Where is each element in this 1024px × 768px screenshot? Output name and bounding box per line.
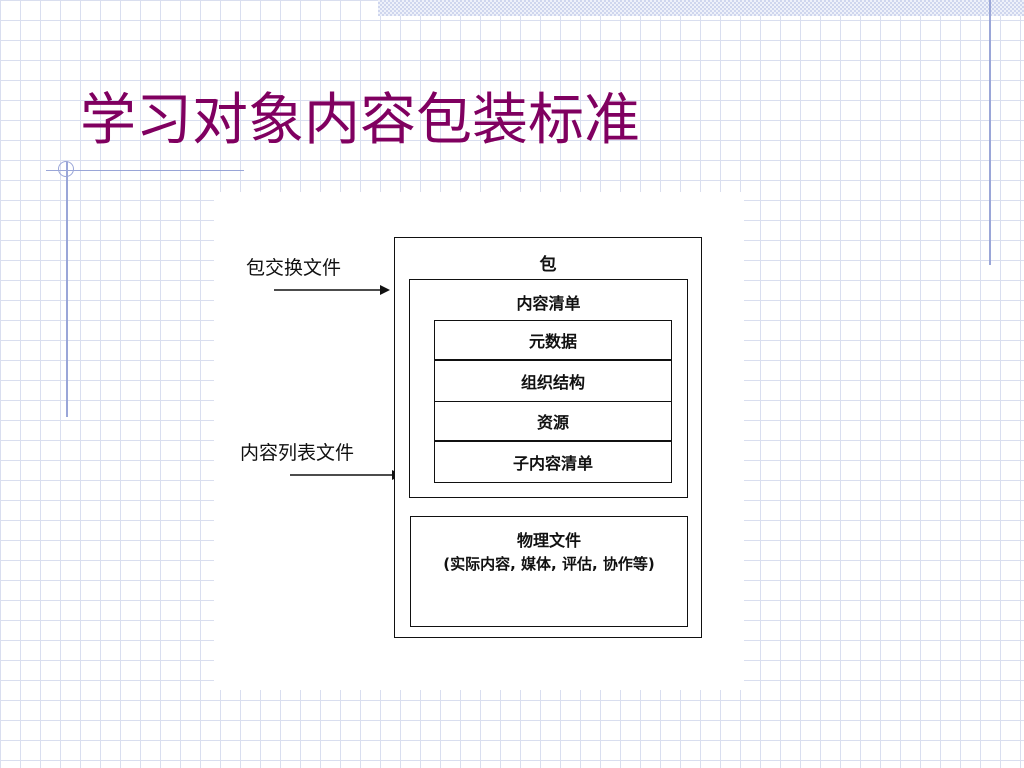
- manifest-item-metadata: 元数据: [435, 321, 671, 361]
- arrow-content-list-file: [290, 470, 402, 480]
- left-decorative-line: [66, 162, 68, 417]
- physical-files-detail: (实际内容, 媒体, 评估, 协作等): [443, 555, 655, 573]
- top-decorative-band: [378, 0, 1024, 16]
- input-label-package-interchange-file: 包交换文件: [246, 257, 342, 279]
- manifest-label: 内容清单: [516, 294, 581, 313]
- manifest-item-resources: 资源: [435, 402, 671, 442]
- physical-files-label: 物理文件: [516, 531, 581, 550]
- decorative-ring: [58, 161, 74, 177]
- manifest-items-box: 元数据 组织结构 资源 子内容清单: [434, 320, 672, 483]
- right-decorative-line: [989, 0, 991, 265]
- manifest-item-organization: 组织结构: [435, 361, 671, 402]
- input-label-content-list-file: 内容列表文件: [240, 442, 355, 464]
- manifest-item-sub-manifest: 子内容清单: [512, 454, 593, 473]
- arrow-package-interchange-file: [274, 285, 390, 295]
- physical-files-box: 物理文件 (实际内容, 媒体, 评估, 协作等): [410, 516, 688, 627]
- slide-title: 学习对象内容包装标准: [80, 88, 640, 153]
- package-label: 包: [539, 255, 557, 275]
- title-underline: [46, 170, 244, 171]
